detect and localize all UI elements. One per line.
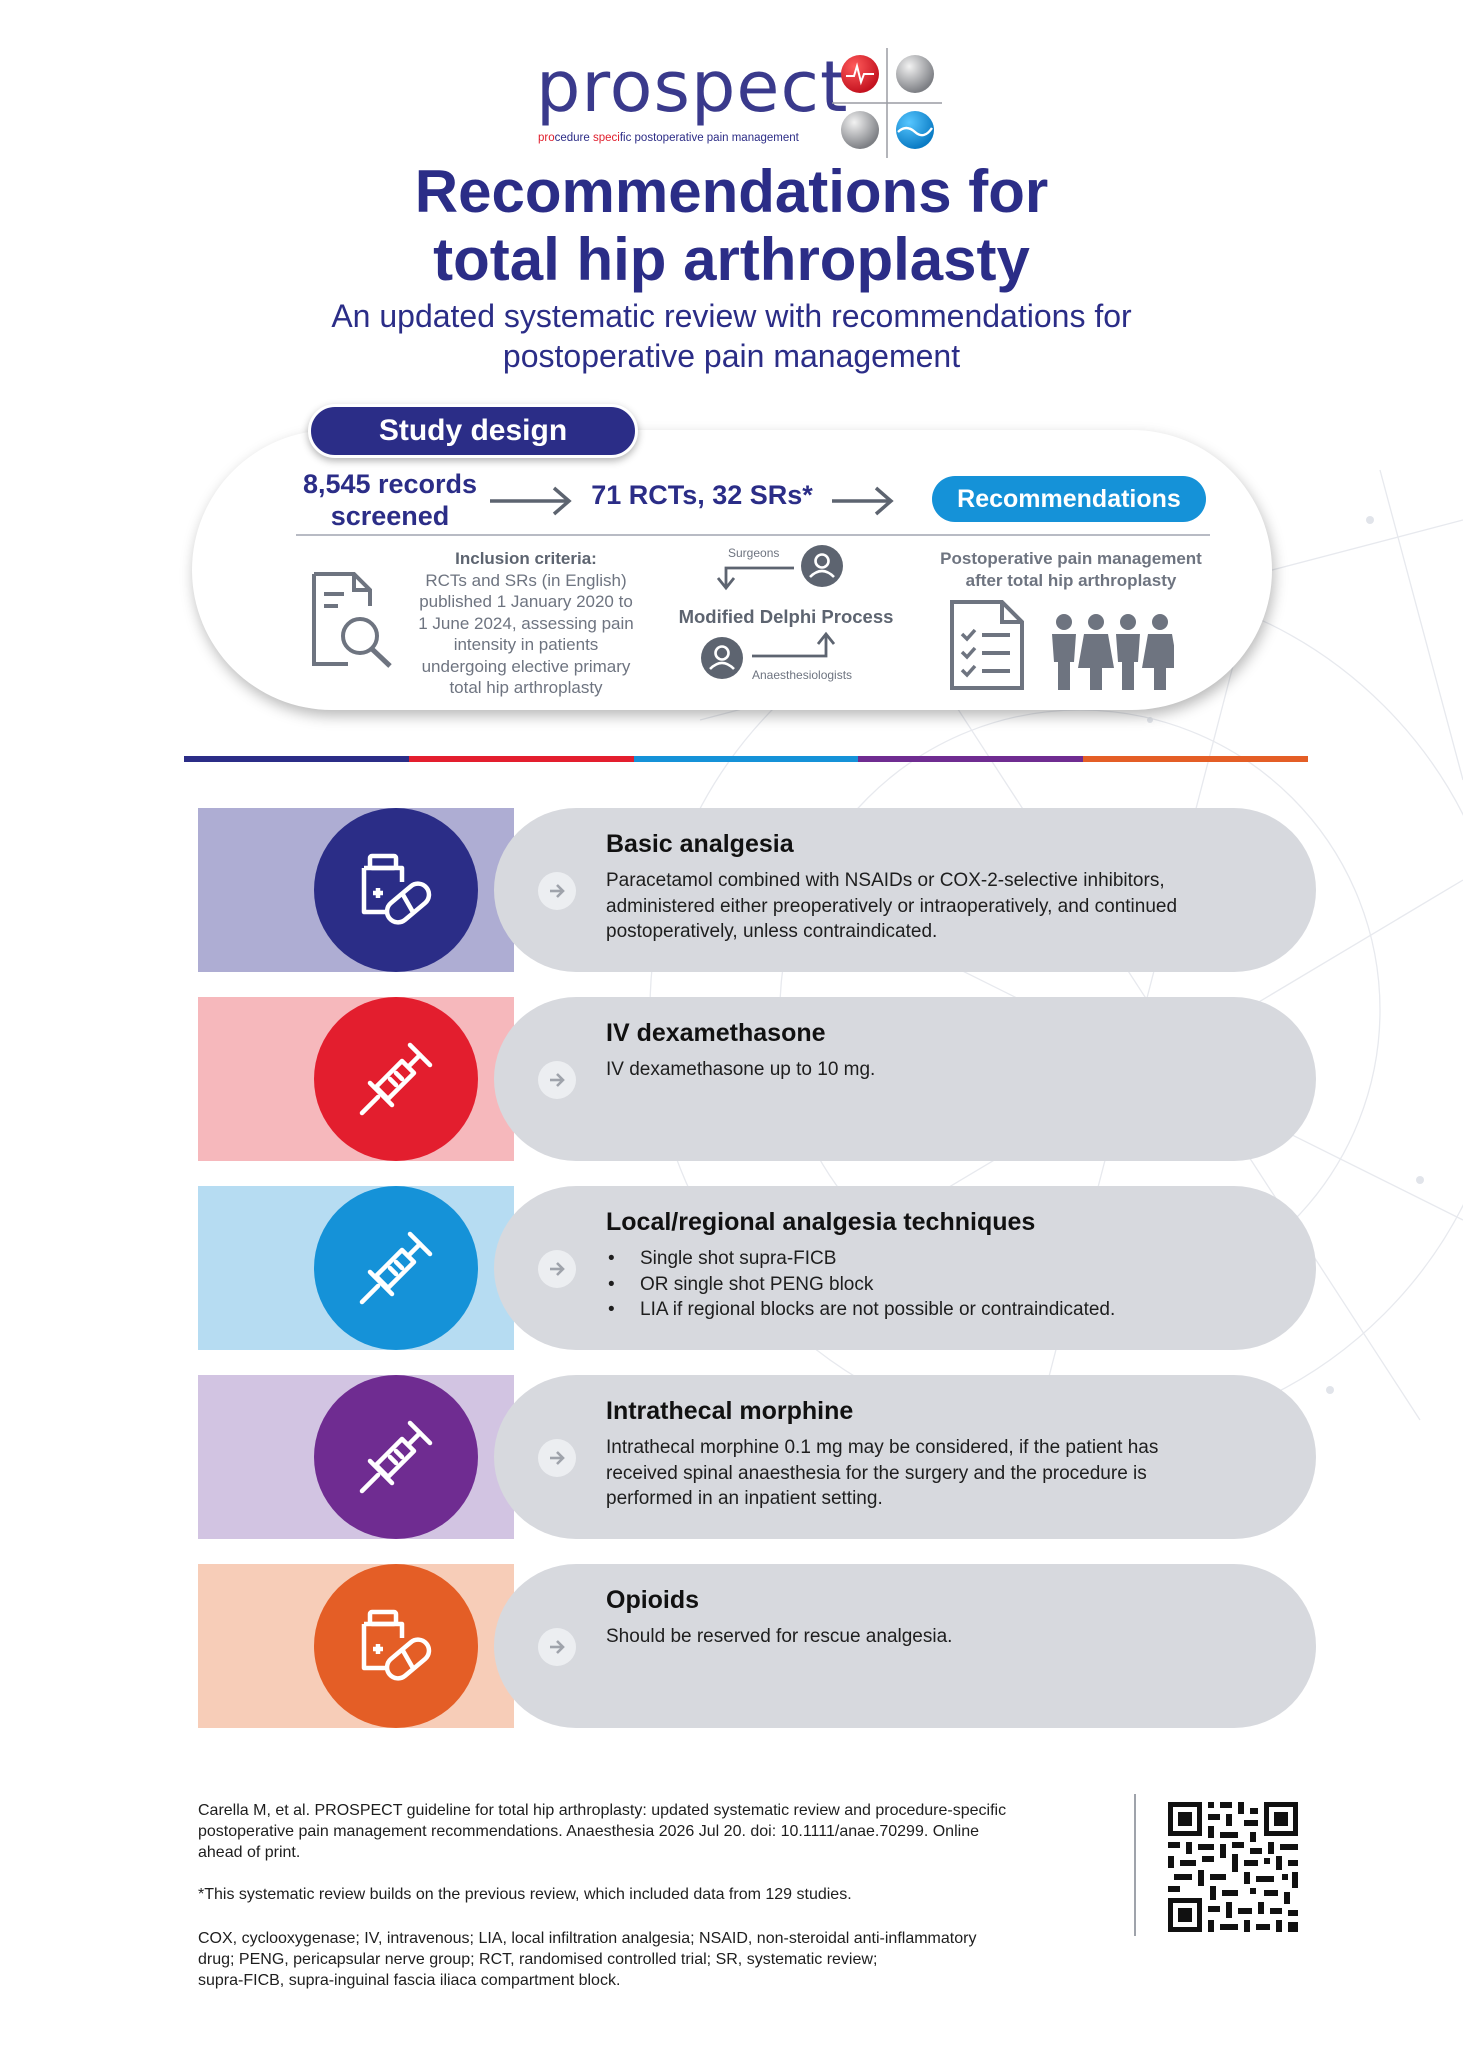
rcts-srs-count: 71 RCTs, 32 SRs* — [591, 480, 813, 510]
recommendations-badge: Recommendations — [932, 476, 1206, 522]
list-item: •LIA if regional blocks are not possible… — [608, 1299, 1116, 1320]
recommendation-local-regional-analgesia: Local/regional analgesia techniques •Sin… — [198, 1186, 1318, 1350]
logo-quadrant-icon — [832, 48, 942, 158]
recommendation-body: IV dexamethasone up to 10 mg. — [606, 1059, 876, 1080]
pill-bottle-icon — [361, 1609, 432, 1681]
arrow-right-icon — [490, 486, 572, 516]
abbreviations: COX, cyclooxygenase; IV, intravenous; LI… — [198, 1930, 977, 1989]
recommendation-title: Local/regional analgesia techniques — [606, 1208, 1036, 1236]
study-divider — [296, 534, 1210, 536]
recommendation-title: IV dexamethasone — [606, 1019, 826, 1047]
recommendation-intrathecal-morphine: Intrathecal morphine Intrathecal morphin… — [198, 1375, 1318, 1539]
arrow-circle-icon — [538, 1250, 576, 1288]
color-segment — [408, 756, 634, 762]
postop-pain-management-label: Postoperative pain management after tota… — [940, 549, 1202, 590]
footer-divider — [1134, 1794, 1136, 1936]
syringe-icon — [359, 1042, 433, 1116]
page-subtitle: An updated systematic review with recomm… — [331, 298, 1132, 374]
records-screened: 8,545 records screened — [302, 469, 478, 531]
color-segment — [184, 756, 409, 762]
page-title: Recommendations for total hip arthroplas… — [414, 158, 1049, 293]
recommendation-iv-dexamethasone: IV dexamethasone IV dexamethasone up to … — [198, 997, 1318, 1161]
recommendation-body: Intrathecal morphine 0.1 mg may be consi… — [606, 1437, 1159, 1509]
recommendation-card — [494, 997, 1316, 1161]
arrow-right-icon — [832, 486, 894, 516]
row-icon-circle — [314, 1564, 478, 1728]
section-color-bar — [184, 756, 1308, 762]
row-icon-circle — [314, 997, 478, 1161]
arrow-circle-icon — [538, 1061, 576, 1099]
qr-code-icon[interactable] — [1166, 1800, 1300, 1934]
anaesthesiologist-avatar-icon — [701, 637, 743, 679]
surgeons-label: Surgeons — [728, 546, 780, 560]
color-segment — [1083, 756, 1308, 762]
recommendation-title: Opioids — [606, 1586, 700, 1614]
document-search-icon — [312, 572, 392, 668]
logo-wordmark: prospect — [536, 46, 849, 128]
surgeon-avatar-icon — [801, 545, 843, 587]
row-icon-circle — [314, 808, 478, 972]
color-segment — [858, 756, 1084, 762]
recommendation-body: Should be reserved for rescue analgesia. — [606, 1626, 953, 1647]
logo-tagline: procedure specific postoperative pain ma… — [538, 132, 799, 144]
citation-reference: Carella M, et al. PROSPECT guideline for… — [198, 1802, 1007, 1861]
color-segment — [633, 756, 859, 762]
recommendation-card — [494, 1186, 1316, 1350]
inclusion-criteria: Inclusion criteria: RCTs and SRs (in Eng… — [418, 549, 634, 697]
recommendation-title: Intrathecal morphine — [606, 1397, 854, 1425]
prospect-logo: prospect procedure specific postoperativ… — [530, 46, 950, 158]
study-design-tab: Study design — [308, 404, 638, 458]
pill-bottle-icon — [361, 853, 432, 925]
recommendation-card — [494, 1564, 1316, 1728]
arrow-circle-icon — [538, 872, 576, 910]
anaesthesiologists-label: Anaesthesiologists — [752, 668, 853, 682]
arrow-circle-icon — [538, 1439, 576, 1477]
recommendation-body: Paracetamol combined with NSAIDs or COX-… — [606, 870, 1178, 942]
recommendation-title: Basic analgesia — [606, 830, 794, 858]
recommendation-card — [494, 808, 1316, 972]
syringe-icon — [359, 1231, 433, 1305]
row-icon-circle — [314, 1375, 478, 1539]
recommendation-card — [494, 1375, 1316, 1539]
people-group-icon — [1052, 614, 1174, 690]
recommendation-opioids: Opioids Should be reserved for rescue an… — [198, 1564, 1318, 1728]
row-icon-circle — [314, 1186, 478, 1350]
arrow-circle-icon — [538, 1628, 576, 1666]
list-item: •OR single shot PENG block — [608, 1273, 874, 1295]
recommendation-bullets: •Single shot supra-FICB •OR single shot … — [606, 1246, 1286, 1323]
list-item: •Single shot supra-FICB — [608, 1248, 837, 1269]
syringe-icon — [359, 1420, 433, 1494]
delphi-cycle-graphic — [701, 545, 843, 679]
recommendation-basic-analgesia: Basic analgesia Paracetamol combined wit… — [198, 808, 1318, 972]
footnote: *This systematic review builds on the pr… — [198, 1886, 852, 1903]
delphi-process-label: Modified Delphi Process — [678, 606, 894, 627]
checklist-icon — [950, 600, 1024, 690]
